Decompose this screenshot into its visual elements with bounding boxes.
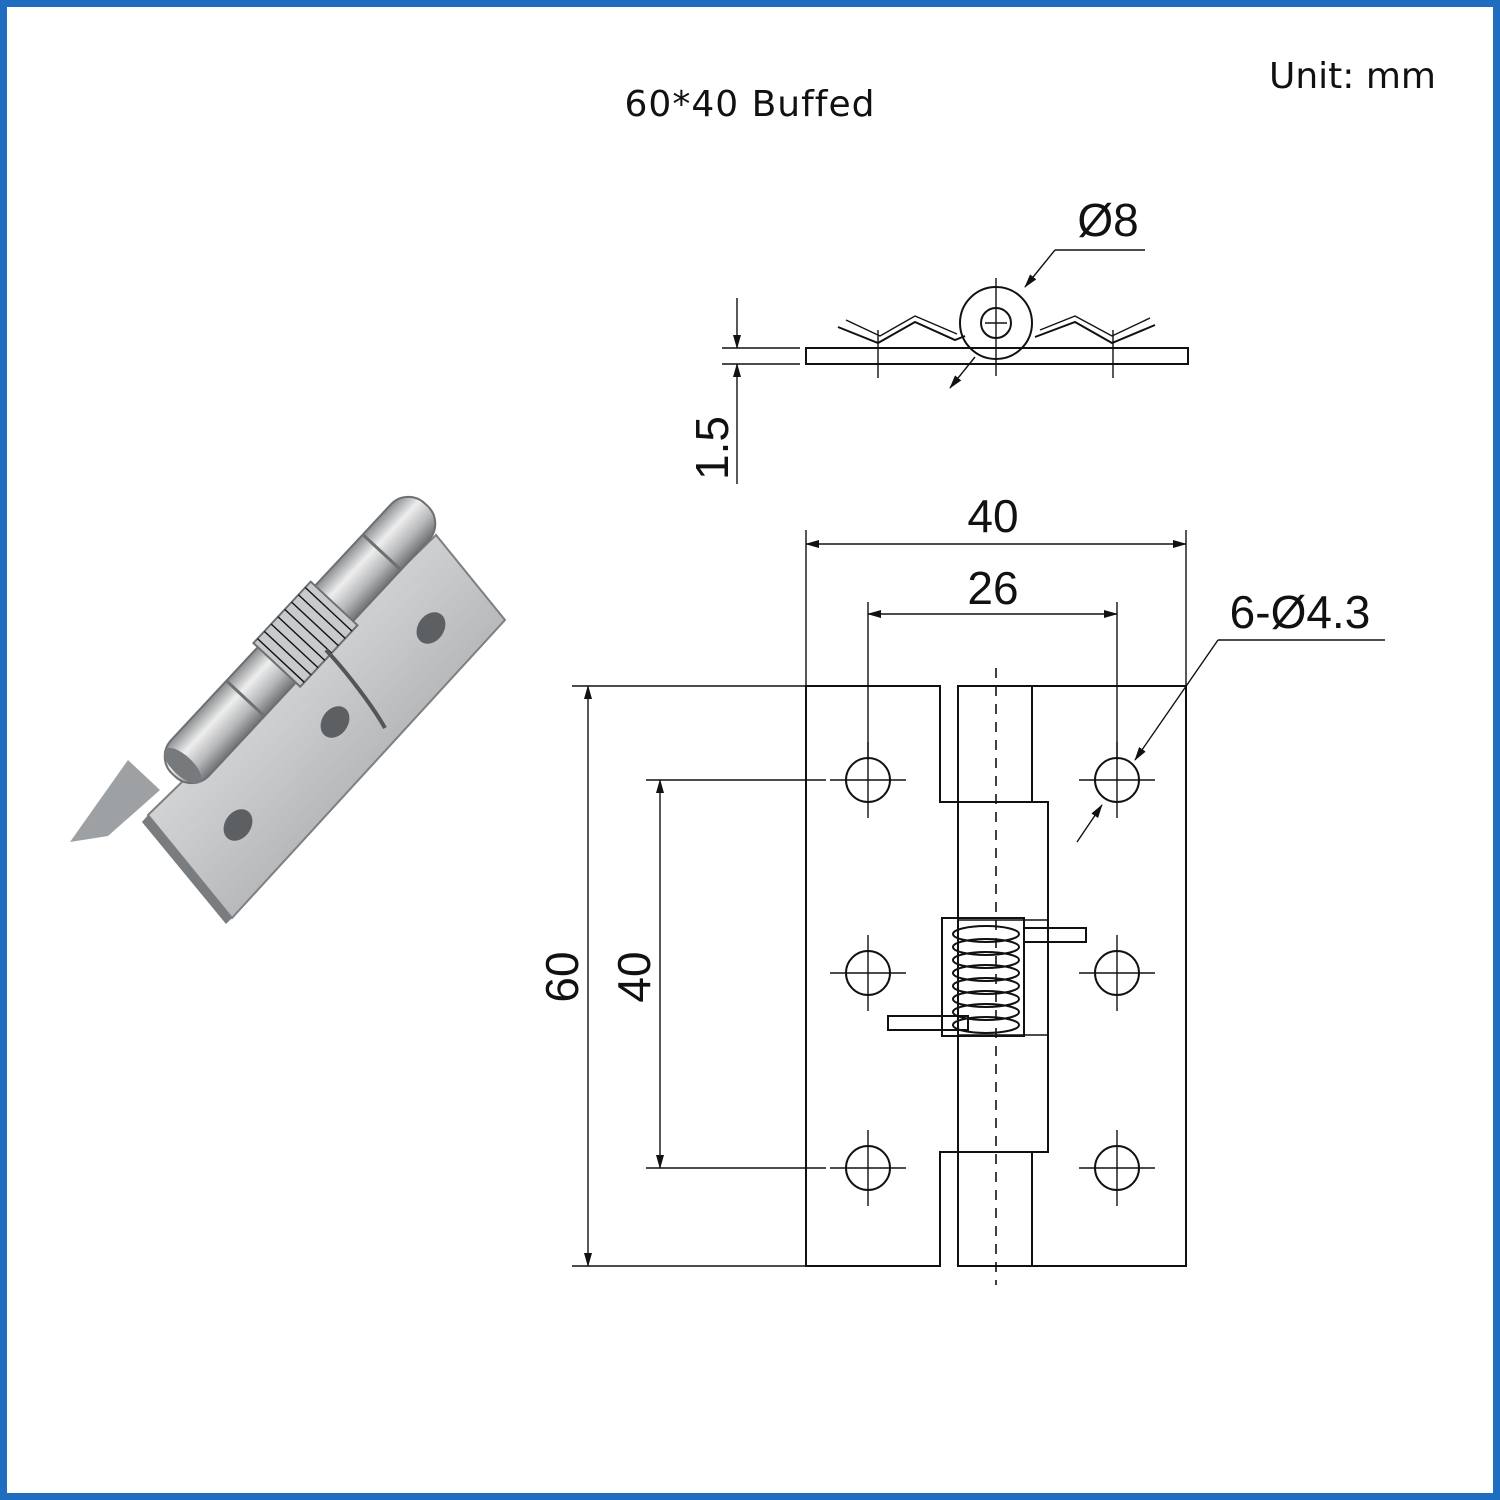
holes-spec-label: 6-Ø4.3	[1230, 586, 1371, 638]
unit-label: Unit: mm	[1269, 56, 1436, 97]
thickness-label: 1.5	[686, 416, 738, 480]
width-dimension-label: 40	[967, 490, 1018, 542]
hole-middle-left	[830, 935, 906, 1011]
pin-diameter-label: Ø8	[1077, 194, 1138, 246]
front-view	[805, 668, 1187, 1285]
dimension-lines	[572, 530, 1385, 1267]
hinge-photo	[70, 495, 507, 924]
side-view	[722, 249, 1189, 484]
mounting-holes	[830, 742, 1155, 1206]
height-dimension-label: 60	[536, 951, 588, 1002]
hole-bottom-left	[830, 1130, 906, 1206]
hole-middle-right	[1079, 935, 1155, 1011]
hole-bottom-right	[1079, 1130, 1155, 1206]
hole-spacing-horizontal-label: 26	[967, 562, 1018, 614]
hole-spacing-vertical-label: 40	[608, 951, 660, 1002]
drawing-title: 60*40 Buffed	[624, 84, 876, 125]
